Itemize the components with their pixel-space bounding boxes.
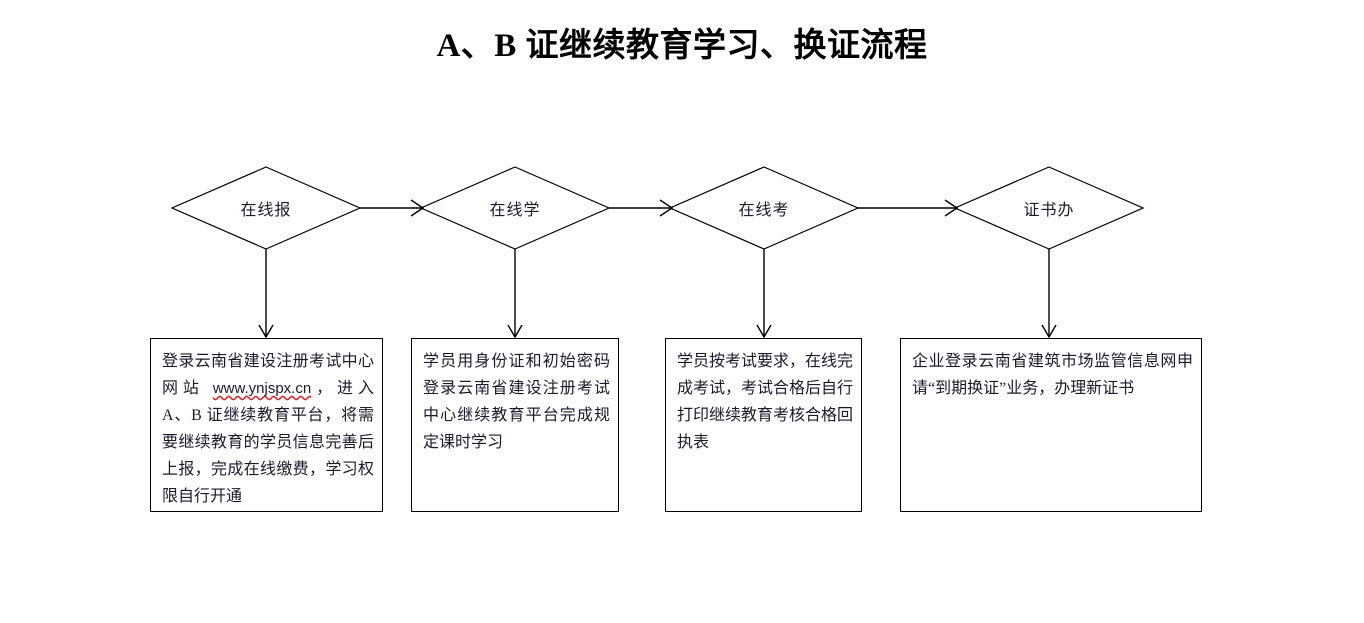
connector-stage-2-to-stage-3 [609, 199, 674, 217]
process-box-2[interactable]: 学员用身份证和初始密码登录云南省建设注册考试中心继续教育平台完成规定课时学习 [411, 338, 619, 512]
process-box-4[interactable]: 企业登录云南省建筑市场监管信息网申请“到期换证”业务，办理新证书 [900, 338, 1202, 512]
drop-arrow-stage-2 [507, 249, 523, 339]
process-box-1[interactable]: 登录云南省建设注册考试中心网站 www.ynjspx.cn，进入 A、B 证继续… [150, 338, 383, 512]
decision-label-stage-1: 在线报 [240, 202, 292, 219]
process-box-4-text: 企业登录云南省建筑市场监管信息网申请“到期换证”业务，办理新证书 [912, 353, 1193, 397]
decision-label-stage-3: 在线考 [738, 202, 790, 219]
website-url-text: www.ynjspx.cn [212, 380, 312, 397]
process-box-3[interactable]: 学员按考试要求，在线完成考试，考试合格后自行打印继续教育考核合格回执表 [665, 338, 862, 512]
process-box-1-text: 登录云南省建设注册考试中心网站 www.ynjspx.cn，进入 A、B 证继续… [162, 353, 374, 505]
connector-stage-1-to-stage-2 [360, 199, 425, 217]
drop-arrow-stage-1 [258, 249, 274, 339]
drop-arrow-stage-3 [756, 249, 772, 339]
process-box-3-text: 学员按考试要求，在线完成考试，考试合格后自行打印继续教育考核合格回执表 [677, 353, 854, 451]
process-box-2-text: 学员用身份证和初始密码登录云南省建设注册考试中心继续教育平台完成规定课时学习 [423, 353, 610, 451]
connector-stage-3-to-stage-4 [858, 199, 959, 217]
drop-arrow-stage-4 [1041, 249, 1057, 339]
page-title: A、B 证继续教育学习、换证流程 [436, 28, 928, 64]
decision-label-stage-4: 证书办 [1023, 202, 1075, 219]
decision-label-stage-2: 在线学 [489, 202, 541, 219]
